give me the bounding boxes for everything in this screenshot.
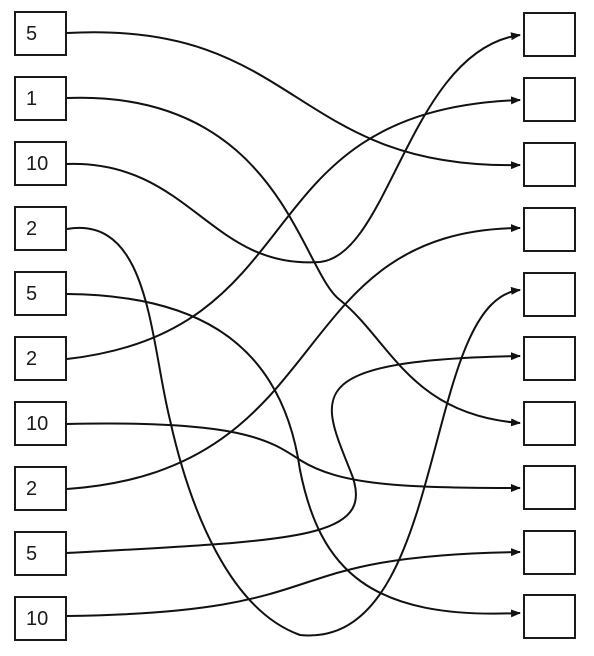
left-box-6: 10 [14,401,67,446]
wire-8 [66,352,521,554]
left-box-label: 10 [26,152,49,175]
wire-5 [66,96,521,360]
left-box-9: 10 [14,596,67,641]
left-box-3: 2 [14,206,67,251]
left-box-0: 5 [14,11,67,56]
wire-2 [66,32,521,264]
left-box-label: 1 [26,87,38,110]
right-box-6 [523,401,576,446]
left-box-label: 5 [26,542,38,565]
right-box-5 [523,336,576,381]
left-box-2: 10 [14,141,67,186]
left-box-8: 5 [14,531,67,576]
wire-1 [66,96,521,427]
left-box-5: 2 [14,336,67,381]
right-box-7 [523,465,576,510]
left-box-7: 2 [14,466,67,511]
left-box-label: 2 [26,477,38,500]
right-box-3 [523,207,576,252]
wire-3 [66,226,521,637]
left-box-label: 10 [26,607,49,630]
right-box-1 [523,77,576,122]
wire-4 [66,293,521,618]
left-box-1: 1 [14,76,67,121]
wire-7 [66,224,521,490]
left-box-label: 2 [26,217,38,240]
wire-9 [66,548,521,617]
right-box-8 [523,530,576,575]
left-box-label: 10 [26,412,49,435]
right-box-2 [523,142,576,187]
left-box-4: 5 [14,271,67,316]
wire-0 [66,31,521,170]
left-box-label: 2 [26,347,38,370]
left-box-label: 5 [26,22,38,45]
right-box-9 [523,594,576,639]
left-box-label: 5 [26,282,38,305]
wire-6 [66,422,521,492]
right-box-0 [523,12,576,57]
right-box-4 [523,272,576,317]
